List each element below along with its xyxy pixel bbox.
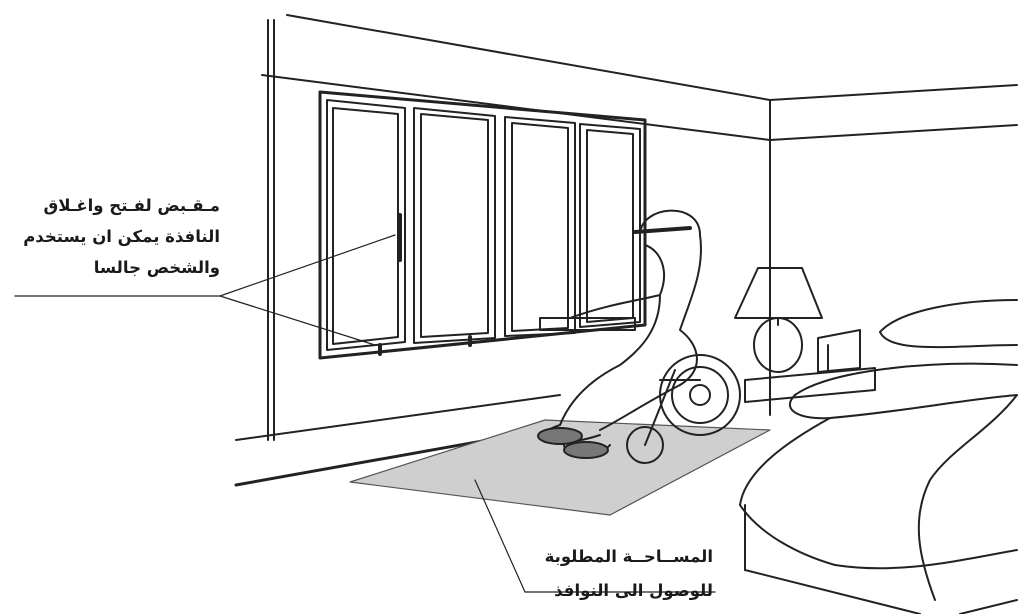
window-frame	[320, 92, 645, 358]
required-space-label-line-2: للوصول الى النوافذ	[523, 574, 713, 608]
required-space-label-line-1: المســاحــة المطلوبة	[523, 540, 713, 574]
lamp	[735, 268, 822, 372]
sofa	[740, 300, 1017, 614]
window-handle-label-line-2: النافذة يمكن ان يستخدم	[0, 221, 220, 252]
side-table	[745, 330, 875, 402]
required-space-label: المســاحــة المطلوبة للوصول الى النوافذ	[523, 540, 713, 608]
window-handle-label-line-3: والشخص جالسا	[0, 252, 220, 283]
window-handle-label: مـقـبض لفـتح واغـلاق النافذة يمكن ان يست…	[0, 190, 220, 283]
window-handle-label-line-1: مـقـبض لفـتح واغـلاق	[0, 190, 220, 221]
